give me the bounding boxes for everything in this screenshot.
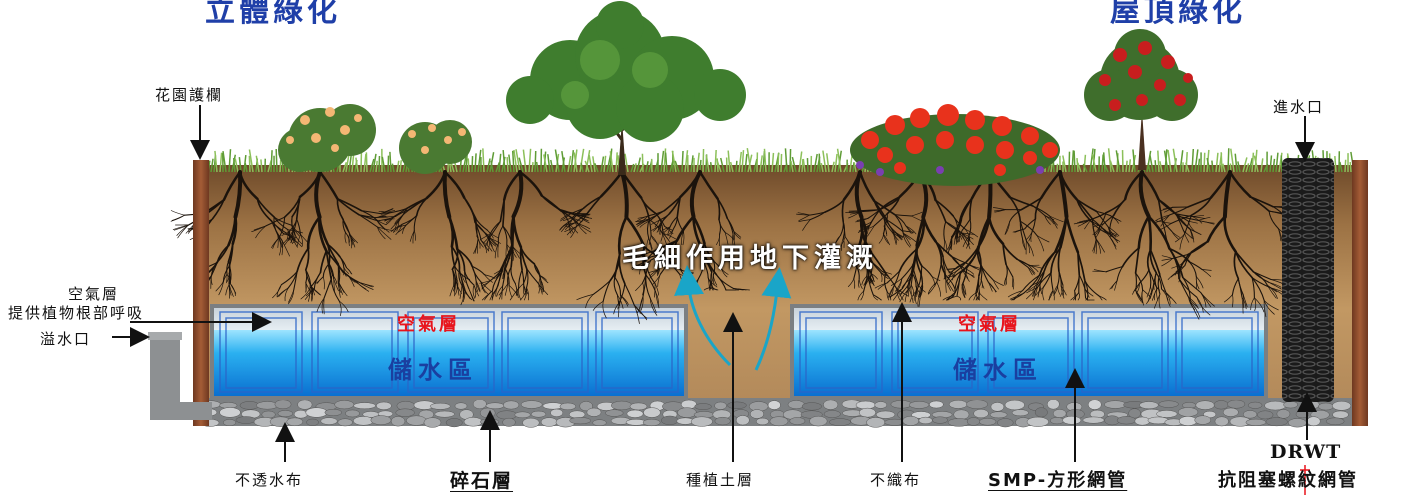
- label-overflow: 溢水口: [40, 330, 92, 348]
- air-layer-label-left: 空氣層: [397, 314, 460, 335]
- roots: [170, 170, 1307, 324]
- label-inlet: 進水口: [1273, 98, 1325, 116]
- capillary-irrigation-title: 毛細作用地下灌溉: [622, 243, 878, 274]
- smp-module-right: [790, 304, 1268, 400]
- tree-center: [506, 1, 746, 175]
- red-mark: [1300, 465, 1310, 495]
- drwt-pipe: [1282, 158, 1334, 402]
- label-garden-fence: 花園護欄: [155, 86, 224, 104]
- garden-fence-post-left: [193, 160, 209, 426]
- label-smp-pipe: SMP-方形網管: [988, 470, 1128, 491]
- capillary-arrows: [674, 265, 792, 371]
- label-gravel-layer: 碎石層: [450, 470, 514, 492]
- flower-bush-red: [850, 104, 1060, 186]
- storage-zone-right: 儲水區: [953, 356, 1043, 384]
- rose-tree-right: [1084, 29, 1198, 170]
- label-air-layer-desc: 提供植物根部呼吸: [8, 304, 145, 322]
- label-drwt: DRWT: [1270, 441, 1342, 463]
- rose-bush-left: [278, 104, 376, 172]
- title-vertical-greening: 立體綠化: [205, 0, 341, 29]
- label-air-layer-title: 空氣層: [68, 285, 120, 303]
- garden-fence-post-right: [1352, 160, 1368, 426]
- label-planting-soil: 種植土層: [686, 471, 755, 489]
- overflow-pipe: [148, 332, 212, 420]
- label-anti-clog-pipe: 抗阻塞螺紋網管: [1218, 470, 1358, 491]
- leader-lines: [112, 105, 1317, 462]
- label-impermeable-cloth: 不透水布: [235, 471, 304, 489]
- label-nonwoven: 不織布: [870, 471, 922, 489]
- smp-module-left: [210, 304, 688, 400]
- rose-bush-left-2: [399, 120, 472, 174]
- storage-zone-left: 儲水區: [388, 356, 478, 384]
- air-layer-label-right: 空氣層: [958, 314, 1021, 335]
- title-rooftop-greening: 屋頂綠化: [1110, 0, 1246, 29]
- gravel-stones: [199, 399, 1352, 428]
